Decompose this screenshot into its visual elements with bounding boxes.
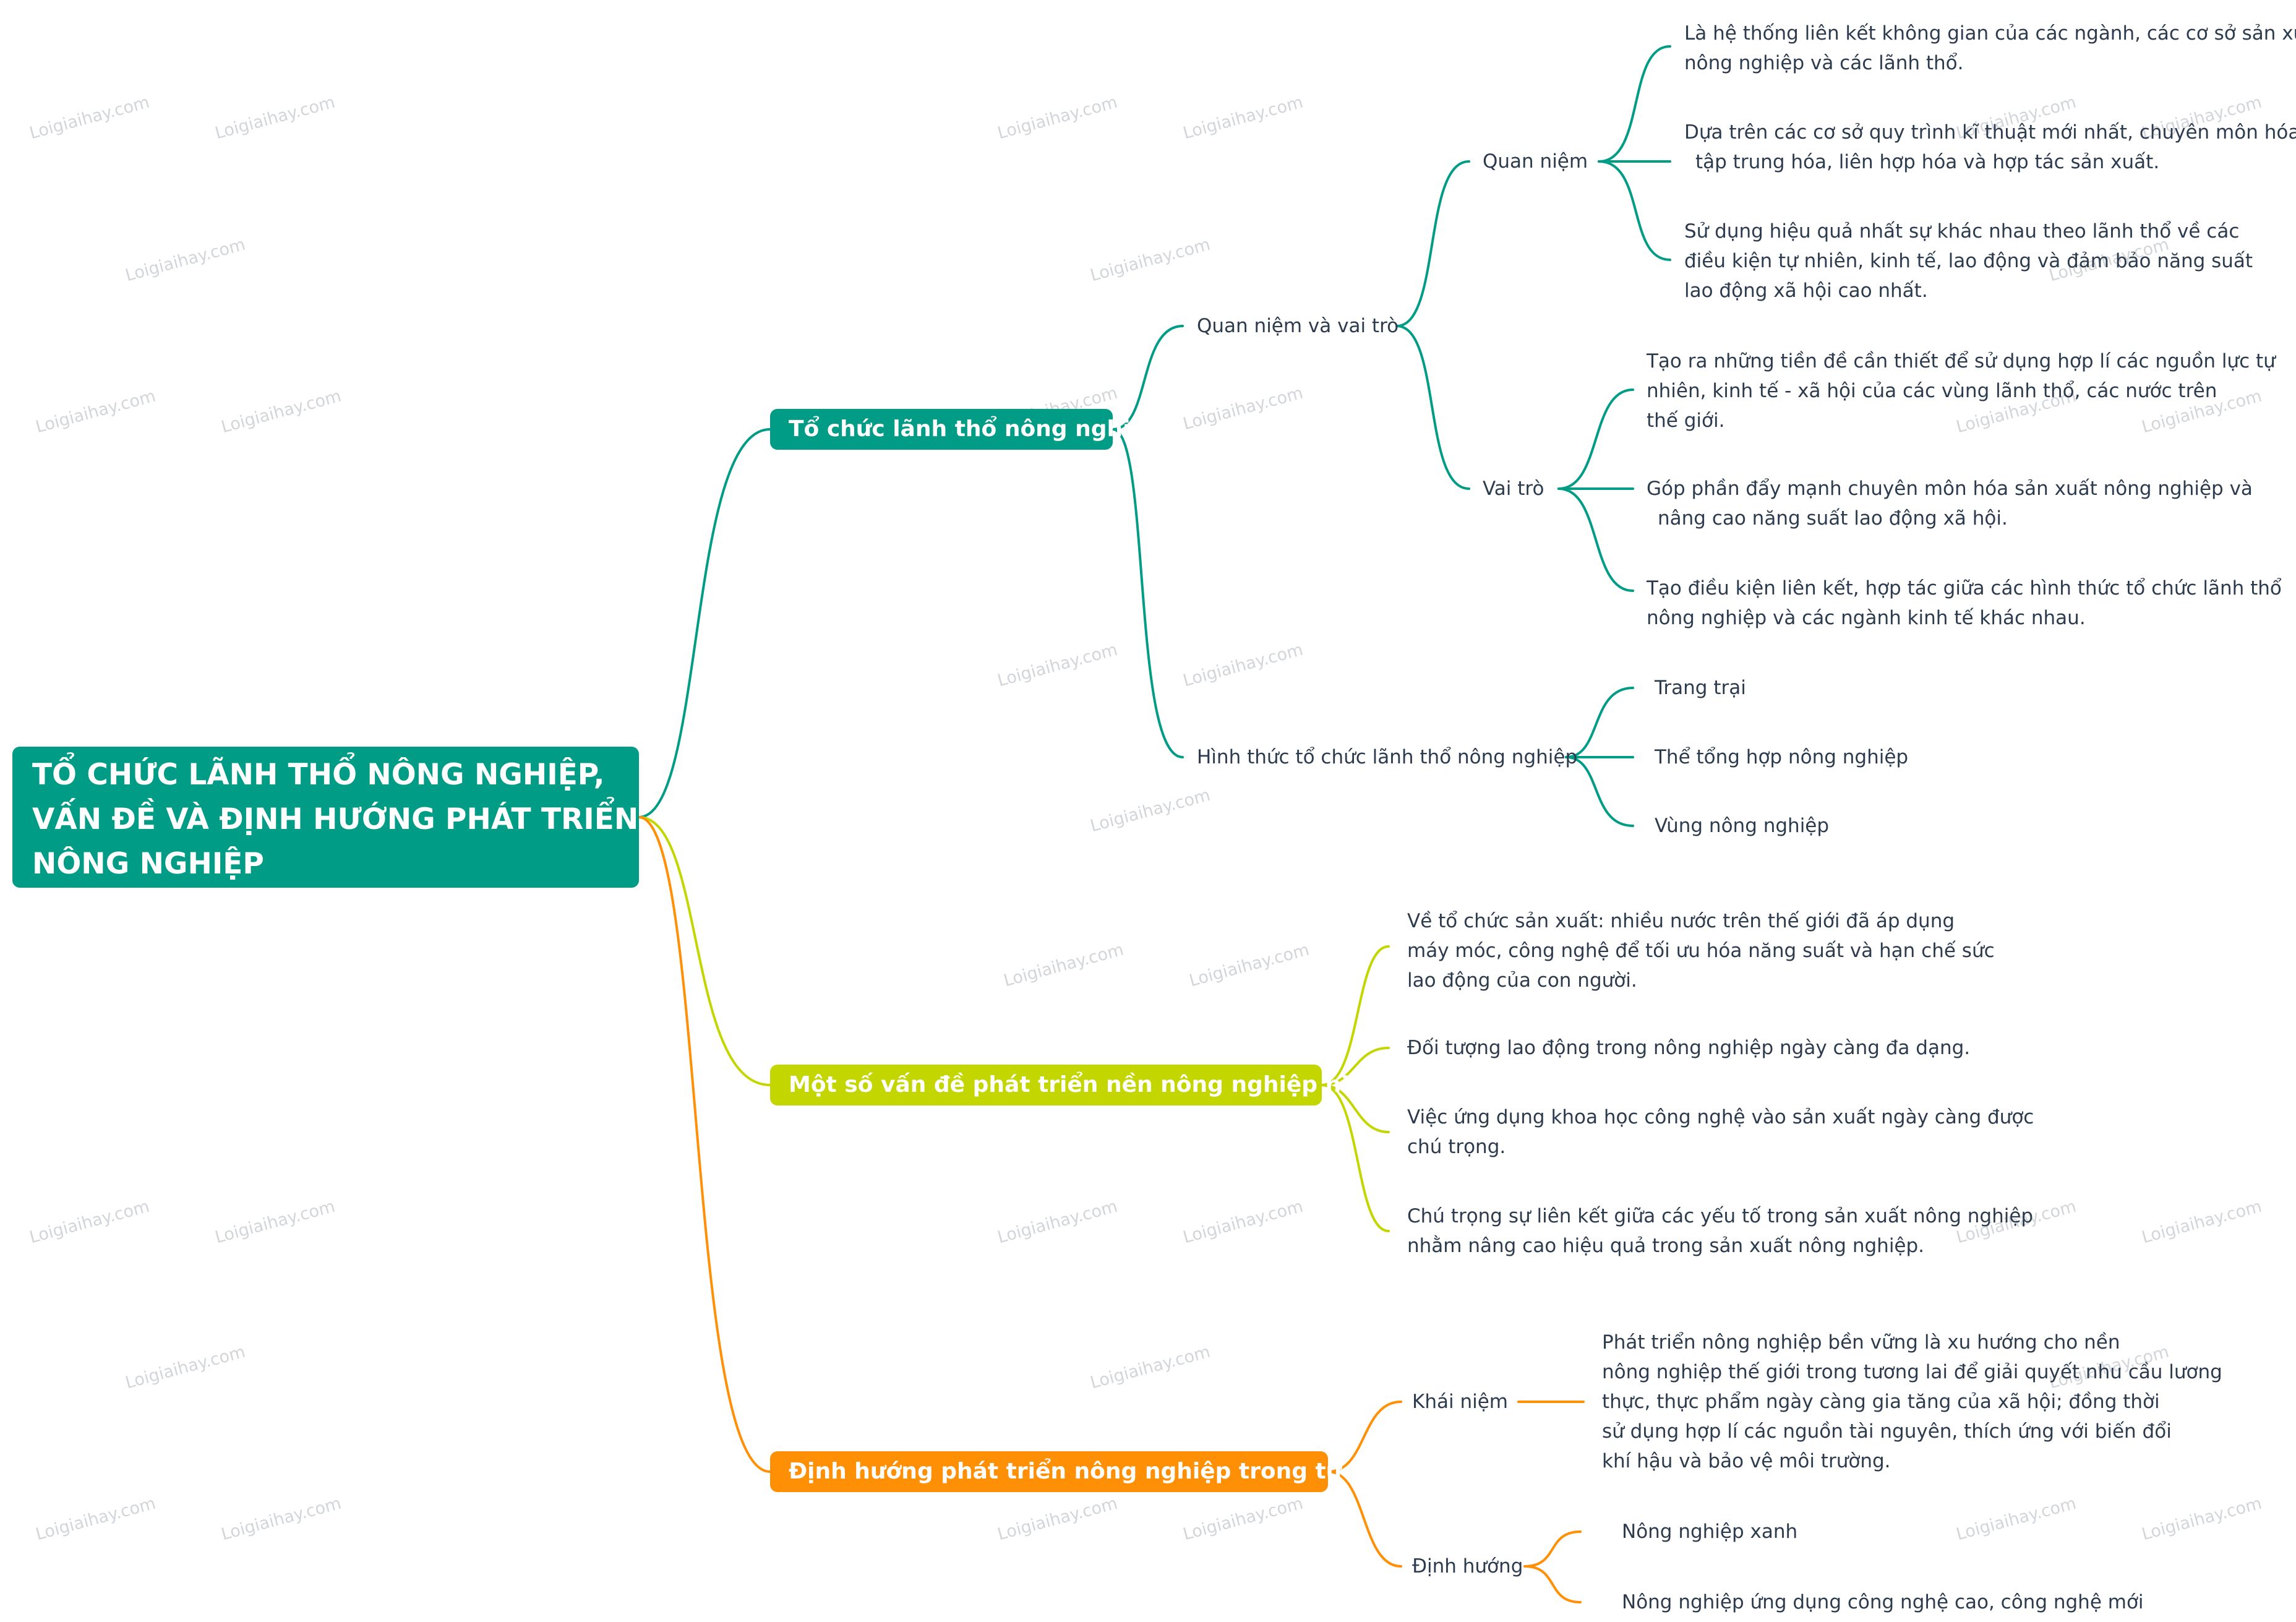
connector-b2-2 (1321, 1047, 1390, 1086)
topic-vai-tro[interactable]: Vai trò (1483, 478, 1544, 500)
van-de-item[interactable]: Về tổ chức sản xuất: nhiều nước trên thế… (1407, 906, 1995, 995)
connector-hinhthuc-1 (1565, 687, 1634, 758)
text-line: Tạo ra những tiền đề cần thiết để sử dụn… (1647, 350, 2276, 372)
text-line: khí hậu và bảo vệ môi trường. (1602, 1450, 1891, 1472)
topic-hinh-thuc[interactable]: Hình thức tổ chức lãnh thổ nông nghiệp (1197, 746, 1578, 768)
topic-quan-niem[interactable]: Quan niệm (1483, 150, 1588, 173)
vai-tro-item[interactable]: Góp phần đẩy mạnh chuyên môn hóa sản xuấ… (1647, 474, 2253, 533)
root-line: NÔNG NGHIỆP (32, 847, 264, 881)
connector-qnvt-vaitro (1395, 325, 1470, 490)
connector-root-b1 (638, 428, 771, 818)
text-line: nâng cao năng suất lao động xã hội. (1658, 507, 2008, 530)
text-line: nhiên, kinh tế - xã hội của các vùng lãn… (1647, 380, 2217, 402)
text-line: lao động xã hội cao nhất. (1684, 280, 1928, 302)
text-line: thế giới. (1647, 410, 1725, 432)
text-line: nông nghiệp và các lãnh thổ. (1684, 52, 1964, 74)
connector-b2-4 (1321, 1084, 1390, 1232)
text-line: nông nghiệp và các ngành kinh tế khác nh… (1647, 607, 2086, 629)
branch-to-chuc-lanh-tho[interactable]: Tổ chức lãnh thổ nông nghiệp (770, 409, 1162, 450)
hinh-thuc-item-vung[interactable]: Vùng nông nghiệp (1655, 815, 1830, 837)
connector-vaitro-3 (1557, 487, 1634, 592)
hinh-thuc-item-trang-trai[interactable]: Trang trại (1655, 677, 1746, 699)
connector-hinhthuc-3 (1565, 756, 1634, 827)
connector-b2-3 (1321, 1084, 1390, 1133)
quan-niem-item[interactable]: Là hệ thống liên kết không gian của các … (1684, 19, 2296, 78)
connector-b1-qnvt (1112, 325, 1184, 431)
topic-quan-niem-va-vai-tro[interactable]: Quan niệm và vai trò (1197, 315, 1399, 337)
connector-dinhhuong-2 (1523, 1565, 1582, 1603)
branch-van-de-phat-trien[interactable]: Một số vấn đề phát triển nền nông nghiệp… (770, 1065, 1426, 1105)
van-de-item[interactable]: Việc ứng dụng khoa học công nghệ vào sản… (1407, 1102, 2034, 1162)
connector-b1-hinhthuc (1112, 428, 1184, 758)
text-line: thực, thực phẩm ngày càng gia tăng của x… (1602, 1391, 2160, 1413)
root-topic[interactable]: TỔ CHỨC LÃNH THỔ NÔNG NGHIỆP, VẤN ĐỀ VÀ … (12, 747, 639, 888)
khai-niem-text[interactable]: Phát triển nông nghiệp bền vững là xu hư… (1602, 1328, 2222, 1476)
quan-niem-item[interactable]: Dựa trên các cơ sở quy trình kĩ thuật mớ… (1684, 118, 2296, 177)
text-line: Sử dụng hiệu quả nhất sự khác nhau theo … (1684, 220, 2240, 242)
connector-vaitro-1 (1557, 388, 1634, 490)
connector-quanniem-1 (1598, 45, 1671, 163)
text-line: chú trọng. (1407, 1136, 1506, 1158)
text-line: Về tổ chức sản xuất: nhiều nước trên thế… (1407, 910, 1955, 932)
connector-root-b3 (638, 816, 771, 1473)
hinh-thuc-item-the-tong-hop[interactable]: Thể tổng hợp nông nghiệp (1655, 746, 1909, 768)
text-line: Chú trọng sự liên kết giữa các yếu tố tr… (1407, 1205, 2034, 1227)
dinh-huong-item-cong-nghe-cao[interactable]: Nông nghiệp ứng dụng công nghệ cao, công… (1622, 1591, 2144, 1613)
text-line: Đối tượng lao động trong nông nghiệp ngà… (1407, 1037, 1971, 1059)
dinh-huong-item-xanh[interactable]: Nông nghiệp xanh (1622, 1521, 1798, 1543)
text-line: lao động của con người. (1407, 969, 1637, 992)
connector-root-b2 (638, 816, 771, 1086)
connector-b3-dinhhuong (1327, 1470, 1402, 1568)
topic-khai-niem[interactable]: Khái niệm (1412, 1391, 1508, 1413)
connector-qnvt-quanniem (1395, 160, 1470, 327)
connector-quanniem-3 (1598, 160, 1671, 261)
connector-dinhhuong-1 (1523, 1530, 1582, 1568)
text-line: nhằm nâng cao hiệu quả trong sản xuất nô… (1407, 1235, 1925, 1257)
vai-tro-item[interactable]: Tạo ra những tiền đề cần thiết để sử dụn… (1647, 346, 2276, 436)
text-line: máy móc, công nghệ để tối ưu hóa năng su… (1407, 940, 1995, 962)
connector-b3-khainiem (1327, 1401, 1402, 1473)
root-line: TỔ CHỨC LÃNH THỔ NÔNG NGHIỆP, (32, 758, 605, 792)
vai-tro-item[interactable]: Tạo điều kiện liên kết, hợp tác giữa các… (1647, 573, 2282, 633)
branch-dinh-huong[interactable]: Định hướng phát triển nông nghiệp trong … (770, 1451, 1427, 1492)
text-line: tập trung hóa, liên hợp hóa và hợp tác s… (1695, 151, 2160, 173)
topic-dinh-huong[interactable]: Định hướng (1412, 1555, 1523, 1577)
text-line: Là hệ thống liên kết không gian của các … (1684, 22, 2296, 45)
text-line: điều kiện tự nhiên, kinh tế, lao động và… (1684, 250, 2253, 272)
quan-niem-item[interactable]: Sử dụng hiệu quả nhất sự khác nhau theo … (1684, 217, 2253, 306)
van-de-item[interactable]: Đối tượng lao động trong nông nghiệp ngà… (1407, 1033, 1970, 1063)
text-line: sử dụng hợp lí các nguồn tài nguyên, thí… (1602, 1420, 2172, 1443)
van-de-item[interactable]: Chú trọng sự liên kết giữa các yếu tố tr… (1407, 1201, 2033, 1261)
text-line: Việc ứng dụng khoa học công nghệ vào sản… (1407, 1106, 2034, 1128)
text-line: Dựa trên các cơ sở quy trình kĩ thuật mớ… (1684, 121, 2296, 144)
connector-b2-1 (1321, 945, 1390, 1086)
root-line: VẤN ĐỀ VÀ ĐỊNH HƯỚNG PHÁT TRIỂN (32, 802, 639, 836)
text-line: nông nghiệp thế giới trong tương lai để … (1602, 1361, 2222, 1383)
text-line: Phát triển nông nghiệp bền vững là xu hư… (1602, 1331, 2120, 1354)
text-line: Góp phần đẩy mạnh chuyên môn hóa sản xuấ… (1647, 478, 2253, 500)
text-line: Tạo điều kiện liên kết, hợp tác giữa các… (1647, 577, 2282, 599)
